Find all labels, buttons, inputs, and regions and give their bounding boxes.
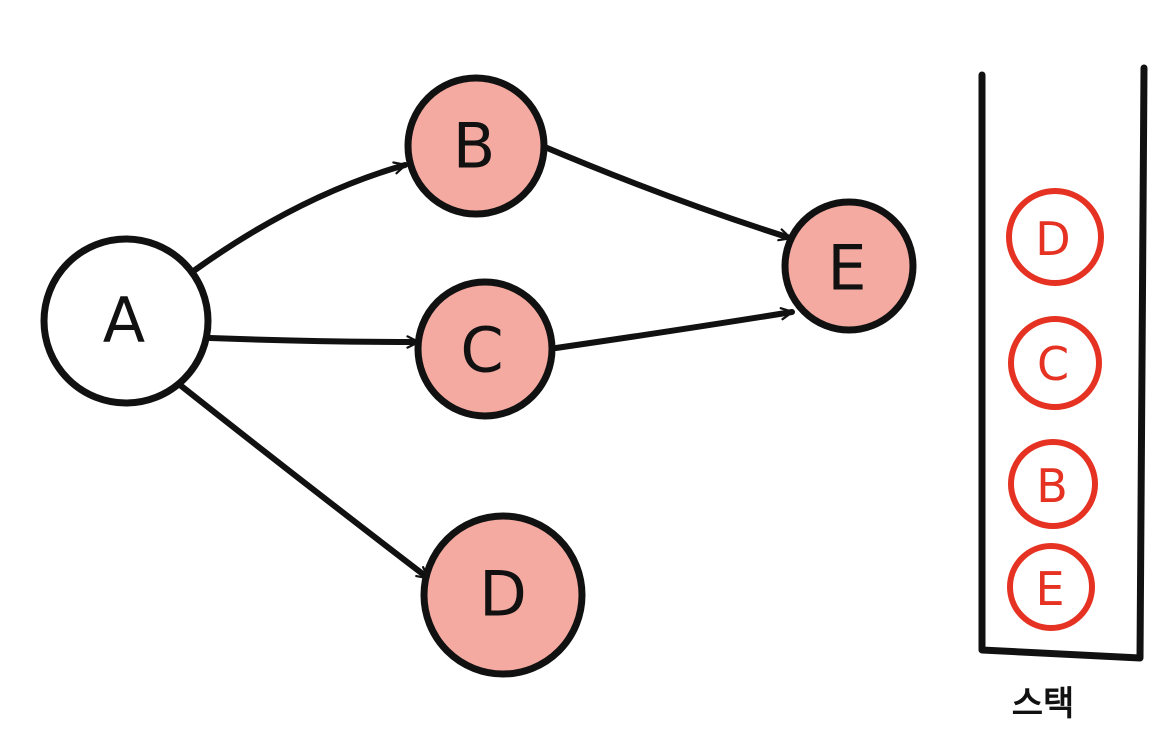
node-a-circle [40, 235, 212, 407]
node-c: C [414, 278, 556, 420]
stack-item-c: C [1008, 316, 1102, 410]
stack-caption: 스택 [1012, 684, 1075, 724]
stack-item-d-circle [1006, 188, 1104, 286]
stack-item-c-circle [1008, 316, 1102, 410]
node-d-circle [420, 512, 586, 678]
stack-item-e: E [1007, 543, 1095, 631]
node-e-label: E [827, 232, 866, 305]
stack-item-e-label: E [1035, 562, 1064, 616]
node-b-label: B [453, 110, 496, 183]
stack-item-d: D [1006, 188, 1104, 286]
node-e: E [781, 198, 917, 334]
node-a-label: A [103, 284, 145, 357]
stack: D C B E 스택 [978, 64, 1148, 724]
node-b: B [404, 74, 548, 218]
node-c-label: C [460, 314, 503, 387]
stack-item-b-label: B [1036, 459, 1068, 513]
graph-nodes: A B C D E [40, 74, 917, 678]
stack-container [978, 64, 1148, 662]
edge-a-b [192, 161, 408, 273]
node-b-circle [404, 74, 548, 218]
graph-edges [177, 142, 795, 581]
node-c-circle [414, 278, 556, 420]
stack-item-e-circle [1007, 543, 1095, 631]
stack-item-d-label: D [1035, 212, 1070, 266]
stack-item-b-circle [1008, 439, 1098, 529]
edge-c-e [553, 307, 795, 351]
node-e-circle [781, 198, 917, 334]
node-d-label: D [479, 558, 527, 631]
stack-item-b: B [1008, 439, 1098, 529]
edge-b-e [537, 142, 793, 242]
edge-a-c [207, 335, 421, 349]
edge-a-d [177, 382, 431, 581]
node-d: D [420, 512, 586, 678]
node-a: A [40, 235, 212, 407]
stack-item-c-label: C [1037, 337, 1069, 391]
